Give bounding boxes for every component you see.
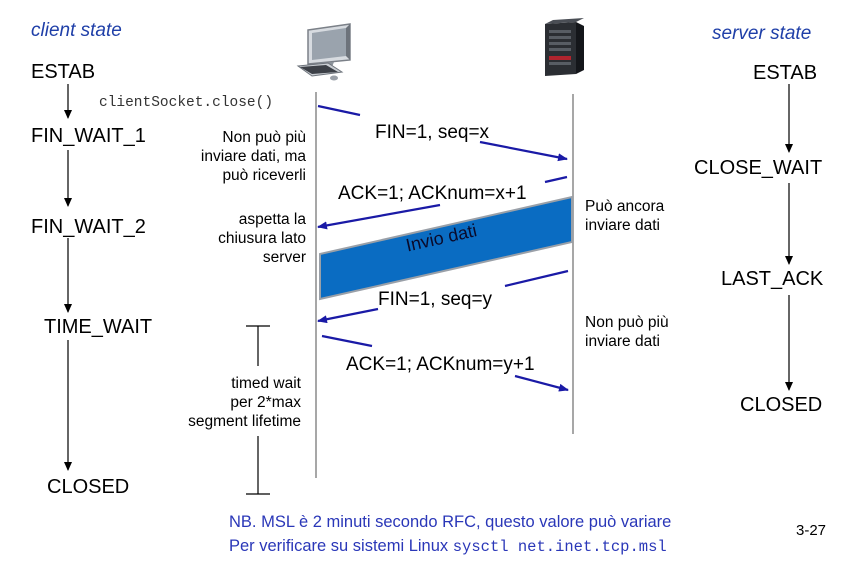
timed-wait-bracket [246, 325, 270, 495]
client-note-wait-server-close: aspetta la chiusura lato server [218, 211, 306, 266]
fin2-label: FIN=1, seq=y [378, 289, 493, 310]
sysctl-command: sysctl net.inet.tcp.msl [452, 538, 667, 556]
client-state-header: client state [31, 20, 122, 41]
client-note-no-send: Non può più inviare dati, ma può ricever… [200, 129, 306, 184]
server-state-last-ack: LAST_ACK [721, 268, 824, 290]
server-state-header: server state [712, 23, 812, 44]
client-state-fin-wait-2: FIN_WAIT_2 [31, 216, 146, 238]
client-close-call: clientSocket.close() [99, 95, 274, 111]
ack1-arrow [317, 175, 568, 230]
client-state-estab: ESTAB [31, 61, 96, 83]
client-state-time-wait: TIME_WAIT [44, 316, 153, 338]
server-state-estab: ESTAB [753, 62, 818, 84]
ack2-arrow [321, 334, 569, 392]
ack2-label: ACK=1; ACKnum=y+1 [346, 354, 535, 375]
server-tower-icon [545, 18, 584, 76]
ack1-label: ACK=1; ACKnum=x+1 [338, 183, 527, 204]
server-state-close-wait: CLOSE_WAIT [694, 157, 823, 179]
client-state-fin-wait-1: FIN_WAIT_1 [31, 125, 146, 147]
server-note-can-send: Può ancora inviare dati [585, 198, 665, 234]
server-state-closed: CLOSED [740, 394, 823, 416]
fin1-label: FIN=1, seq=x [375, 122, 490, 143]
footer-line-1: NB. MSL è 2 minuti secondo RFC, questo v… [229, 513, 672, 531]
client-note-timed-wait: timed wait per 2*max segment lifetime [188, 375, 301, 430]
client-state-closed: CLOSED [47, 476, 130, 498]
footer-note: NB. MSL è 2 minuti secondo RFC, questo v… [229, 510, 671, 559]
data-transfer-band [319, 195, 573, 301]
fin1-arrow [317, 104, 568, 162]
slide-number: 3-27 [796, 522, 827, 539]
server-note-no-send: Non può più inviare dati [585, 314, 669, 350]
footer-line-2: Per verificare su sistemi Linux sysctl n… [229, 537, 667, 556]
fin2-arrow [317, 269, 569, 324]
desktop-computer-icon [296, 23, 351, 81]
